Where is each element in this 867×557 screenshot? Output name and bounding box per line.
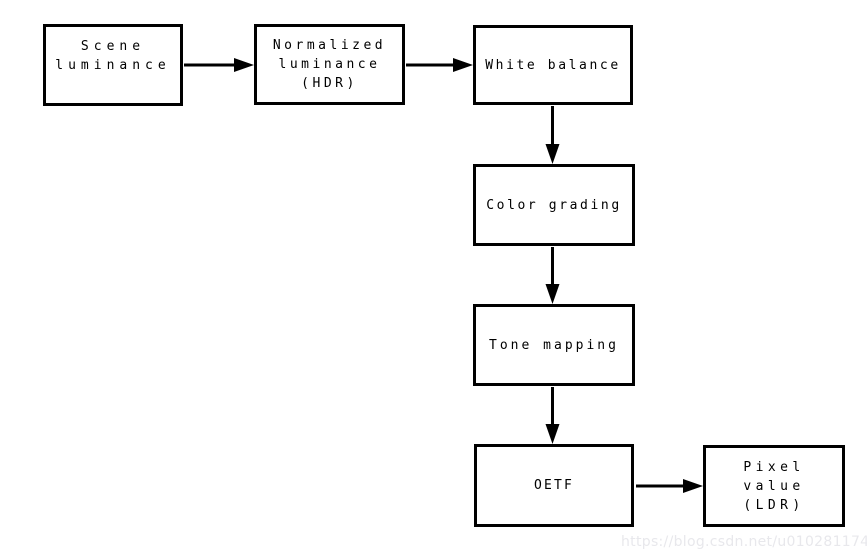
node-color-grading: Color grading xyxy=(473,164,635,246)
node-pixel-value-ldr: Pixel value (LDR) xyxy=(703,445,845,527)
node-white-balance: White balance xyxy=(473,25,633,105)
watermark-text: https://blog.csdn.net/u010281174 xyxy=(621,534,867,550)
arrow-oetf-to-pixel-value xyxy=(636,479,703,493)
node-scene-luminance: Scene luminance xyxy=(43,24,183,106)
arrow-color-grading-to-tone-mapping xyxy=(545,247,560,304)
arrow-white-balance-to-color-grading xyxy=(545,106,560,164)
node-normalized-luminance-hdr: Normalized luminance (HDR) xyxy=(254,24,405,105)
arrow-scene-to-normalized xyxy=(184,58,254,72)
arrow-normalized-to-white-balance xyxy=(406,58,473,72)
arrow-tone-mapping-to-oetf xyxy=(545,387,560,444)
node-tone-mapping: Tone mapping xyxy=(473,304,635,386)
node-oetf: OETF xyxy=(474,444,634,527)
